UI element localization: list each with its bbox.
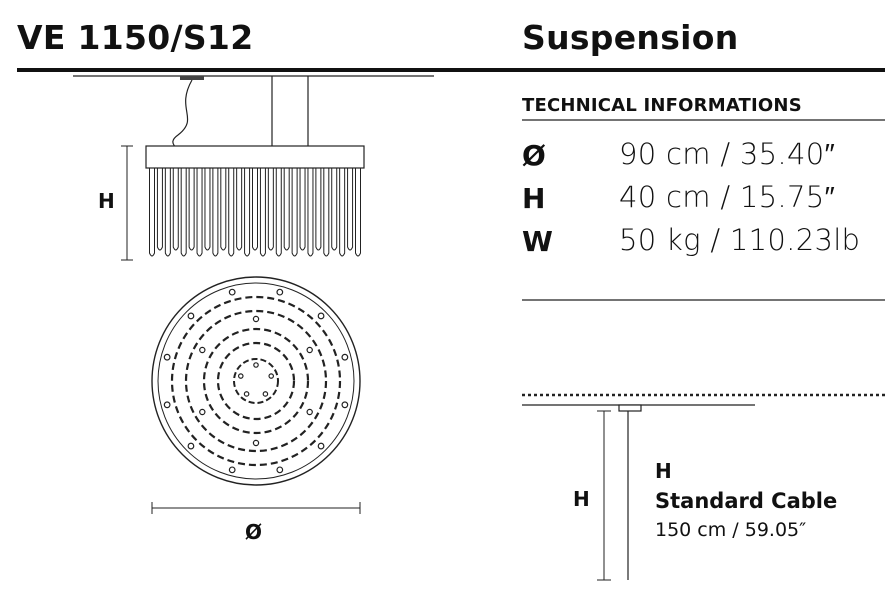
mount-point — [306, 408, 313, 416]
mount-point — [163, 401, 171, 409]
crystal-rod — [149, 168, 155, 257]
crystal-rod — [355, 168, 361, 257]
mount-point — [237, 373, 244, 379]
mount-point — [252, 315, 260, 323]
crystal-rod — [180, 168, 187, 257]
cable-height-label: H — [573, 487, 590, 511]
spec-value-height: 40 cm / 15.75″ — [619, 180, 836, 214]
crystal-rod — [259, 168, 266, 257]
crystal-rod — [204, 168, 211, 251]
crystal-rod — [299, 168, 306, 251]
spec-value-weight: 50 kg / 110.23lb — [619, 223, 861, 257]
spec-key-diameter: Ø — [522, 139, 546, 172]
crystal-rod — [228, 168, 235, 257]
crystal-rod — [244, 168, 251, 257]
mount-point — [228, 466, 236, 474]
mount-point — [243, 391, 250, 397]
crystal-rod — [196, 168, 203, 257]
crystal-rod — [188, 168, 195, 251]
mount-point — [262, 391, 269, 397]
mount-point — [163, 353, 171, 361]
cable-heading: H — [655, 459, 672, 483]
crystal-rods — [149, 168, 361, 257]
mount-point — [252, 439, 260, 447]
crystal-rod — [307, 168, 314, 257]
cable-height-dimension — [597, 410, 611, 581]
cable-length: 150 cm / 59.05″ — [655, 519, 807, 541]
mount-point — [306, 346, 313, 354]
crystal-rod — [339, 168, 346, 257]
mount-point — [199, 346, 206, 354]
crystal-rod — [164, 168, 171, 257]
spec-value-diameter: 90 cm / 35.40″ — [619, 137, 836, 171]
crystal-rod — [275, 168, 282, 257]
cable-name: Standard Cable — [655, 489, 838, 513]
mount-point — [228, 288, 236, 296]
mount-point — [253, 362, 259, 368]
suspension-cables — [172, 76, 309, 147]
mount-point — [317, 312, 325, 320]
mount-point — [341, 401, 349, 409]
crystal-rod — [347, 168, 354, 251]
crystal-rod — [283, 168, 290, 251]
crystal-rod — [323, 168, 330, 257]
crystal-rod — [331, 168, 338, 251]
mount-point — [199, 408, 206, 416]
diameter-dimension — [151, 502, 361, 514]
mount-point — [276, 288, 284, 296]
product-type: Suspension — [522, 18, 739, 57]
crystal-rod — [212, 168, 219, 257]
mount-point — [187, 312, 195, 320]
crystal-rod — [172, 168, 179, 251]
technical-heading: TECHNICAL INFORMATIONS — [522, 95, 802, 116]
mount-point — [276, 466, 284, 474]
crystal-rod — [220, 168, 227, 251]
crystal-rod — [267, 168, 274, 251]
crystal-rod — [315, 168, 322, 251]
top-view — [151, 276, 361, 486]
height-dimension — [121, 145, 133, 261]
canopy — [180, 76, 204, 80]
mount-point — [317, 442, 325, 450]
crystal-rod — [236, 168, 243, 251]
header-rule — [17, 68, 885, 72]
top-ring — [145, 145, 365, 169]
fixture-diameter-label: Ø — [245, 520, 263, 544]
fixture-height-label: H — [98, 189, 115, 213]
mount-point — [268, 373, 275, 379]
crystal-rod — [252, 168, 258, 251]
spec-key-height: H — [522, 182, 546, 215]
model-title: VE 1150/S12 — [17, 18, 254, 57]
spec-key-weight: W — [522, 225, 553, 258]
mount-point — [341, 353, 349, 361]
cable-canopy — [618, 404, 642, 412]
crystal-rod — [156, 168, 163, 251]
crystal-rod — [291, 168, 298, 257]
mount-point — [187, 442, 195, 450]
